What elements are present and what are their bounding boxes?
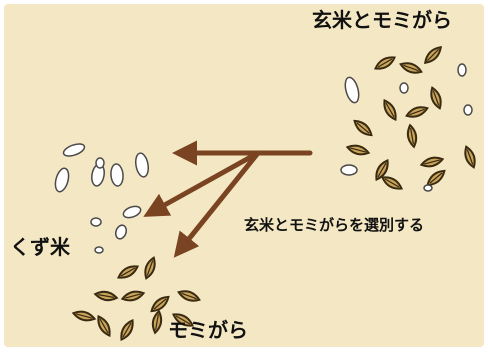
sorting-caption: 玄米とモミがらを選別する (244, 218, 424, 233)
broken-grain (95, 247, 103, 253)
rice-grain (400, 83, 408, 93)
broken-grain (91, 218, 101, 226)
rice-grain (96, 158, 104, 168)
husks-label: モミがら (168, 320, 248, 340)
broken-rice-label: くず米 (10, 237, 70, 257)
rice-grain (424, 185, 432, 191)
background-panel (4, 4, 484, 347)
rice-grain (464, 105, 472, 115)
mixed-grains-label: 玄米とモミがら (312, 10, 452, 30)
rice-grain (341, 165, 357, 175)
rice-grain (458, 64, 466, 76)
